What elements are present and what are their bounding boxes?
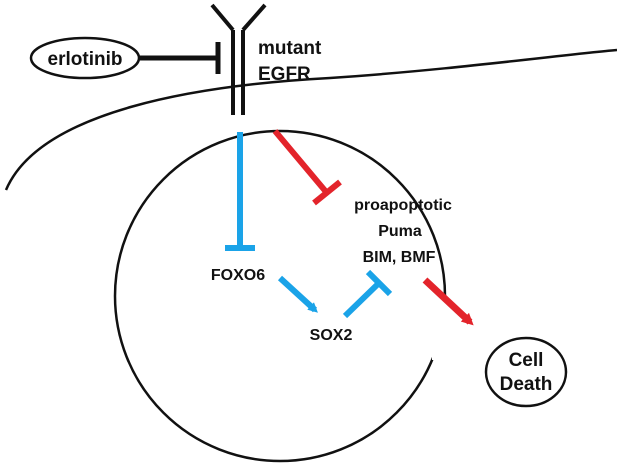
egfr-proapoptotic-inhibition	[272, 129, 342, 206]
bim-bmf-label: BIM, BMF	[363, 249, 436, 266]
sox2-label: SOX2	[310, 327, 353, 344]
proapoptotic-celldeath-activation	[422, 277, 474, 326]
puma-label: Puma	[378, 223, 422, 240]
egfr-receptor	[210, 3, 267, 115]
cell-death-label-line1: Cell	[509, 350, 544, 371]
cell-membrane	[4, 48, 617, 191]
foxo6-sox2-activation	[277, 275, 318, 313]
nucleus	[113, 129, 447, 463]
receptor-label-line2: EGFR	[258, 64, 311, 85]
foxo6-label: FOXO6	[211, 267, 265, 284]
sox2-proapoptotic-inhibition	[342, 269, 393, 319]
proapoptotic-label: proapoptotic	[354, 197, 452, 214]
cell-death-label-line2: Death	[500, 374, 553, 395]
receptor-label-line1: mutant	[258, 38, 322, 59]
erlotinib-label: erlotinib	[48, 49, 123, 70]
egfr-foxo6-inhibition	[225, 132, 255, 251]
cell-death-node	[484, 336, 568, 408]
erlotinib-inhibition	[139, 42, 221, 74]
